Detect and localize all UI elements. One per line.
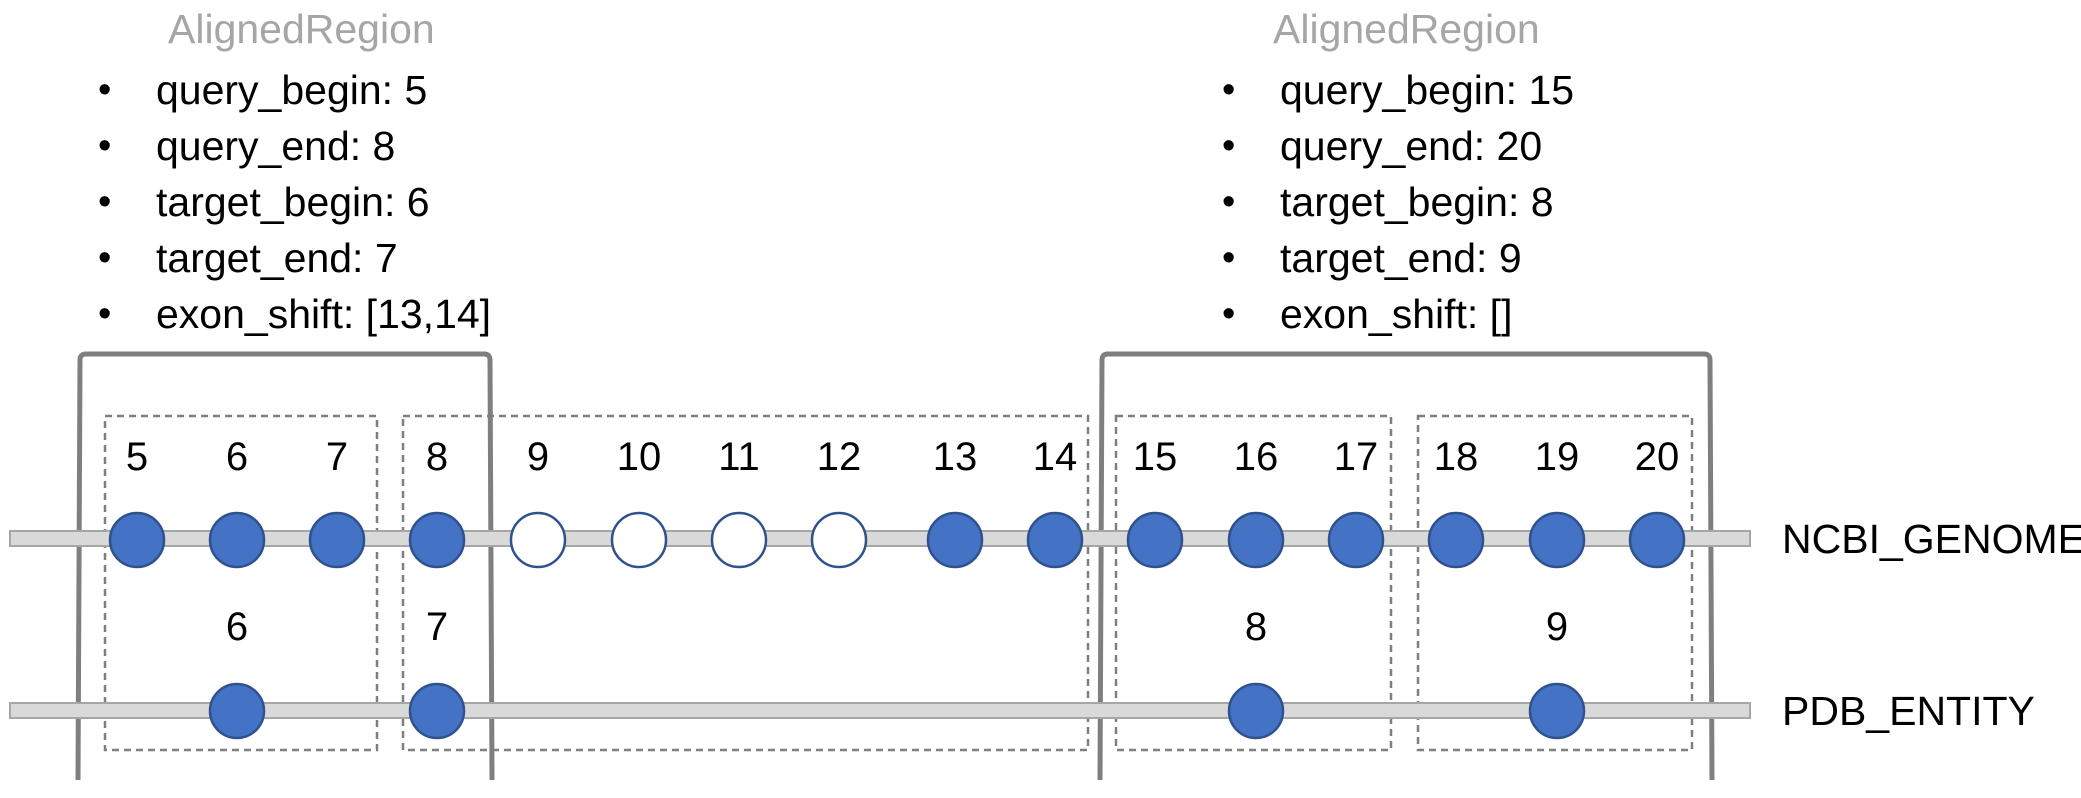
aligned-region-2-title: AlignedRegion	[1273, 6, 1540, 52]
aligned-region-2-field: target_end: 9	[1222, 230, 1574, 286]
genome-position-label: 20	[1635, 435, 1680, 479]
entity-aligned-node	[1528, 682, 1586, 740]
genome-position-label: 11	[718, 435, 760, 479]
genome-position-label: 14	[1033, 435, 1078, 479]
genome-position-label: 17	[1334, 435, 1379, 479]
ncbi-genome-positions: 5 6 7 8 9 10 11 12 13 14 15 16 17 18 19 20	[108, 435, 1686, 569]
aligned-region-1-title: AlignedRegion	[168, 6, 435, 52]
genome-aligned-node	[1528, 511, 1586, 569]
genome-position-label: 7	[326, 435, 348, 479]
aligned-region-1-fields: query_begin: 5 query_end: 8 target_begin…	[98, 62, 491, 342]
genome-position-label: 6	[226, 435, 248, 479]
aligned-region-1-field: query_end: 8	[98, 118, 491, 174]
entity-aligned-node	[408, 682, 466, 740]
genome-aligned-node	[208, 511, 266, 569]
genome-aligned-node	[1026, 511, 1084, 569]
genome-unaligned-node	[509, 511, 567, 569]
aligned-region-brackets	[75, 351, 1715, 781]
aligned-region-2-field: exon_shift: []	[1222, 286, 1574, 342]
ncbi-genome-track-bar	[9, 530, 1751, 547]
aligned-region-2-field: query_begin: 15	[1222, 62, 1574, 118]
genome-aligned-node	[1327, 511, 1385, 569]
entity-position-label: 7	[426, 605, 448, 649]
entity-position-label: 8	[1245, 605, 1267, 649]
genome-position-label: 18	[1434, 435, 1479, 479]
dashed-group-box	[1114, 414, 1393, 752]
pdb-entity-track-label: PDB_ENTITY	[1782, 688, 2035, 734]
ncbi-genome-track-label: NCBI_GENOME	[1782, 516, 2081, 562]
genome-position-label: 12	[817, 435, 862, 479]
genome-position-label: 8	[426, 435, 448, 479]
aligned-region-2-fields: query_begin: 15 query_end: 20 target_beg…	[1222, 62, 1574, 342]
aligned-region-1-field: target_begin: 6	[98, 174, 491, 230]
dashed-group-box	[1416, 414, 1694, 752]
entity-aligned-node	[208, 682, 266, 740]
genome-position-label: 10	[617, 435, 662, 479]
genome-aligned-node	[1628, 511, 1686, 569]
genome-unaligned-node	[810, 511, 868, 569]
pdb-entity-positions: 6 7 8 9	[208, 605, 1586, 740]
aligned-region-1-field: target_end: 7	[98, 230, 491, 286]
pdb-entity-track-bar	[9, 702, 1751, 719]
entity-position-label: 9	[1546, 605, 1568, 649]
genome-position-label: 9	[527, 435, 549, 479]
genome-aligned-node	[926, 511, 984, 569]
dashed-groups	[103, 414, 1694, 752]
genome-aligned-node	[108, 511, 166, 569]
genome-aligned-node	[408, 511, 466, 569]
aligned-region-1-bracket	[75, 351, 495, 781]
aligned-region-2-field: query_end: 20	[1222, 118, 1574, 174]
genome-aligned-node	[1427, 511, 1485, 569]
genome-position-label: 16	[1234, 435, 1279, 479]
genome-aligned-node	[1126, 511, 1184, 569]
aligned-region-2-field: target_begin: 8	[1222, 174, 1574, 230]
genome-position-label: 5	[126, 435, 148, 479]
genome-position-label: 15	[1133, 435, 1178, 479]
genome-unaligned-node	[710, 511, 768, 569]
genome-aligned-node	[1227, 511, 1285, 569]
aligned-region-1-field: exon_shift: [13,14]	[98, 286, 491, 342]
dashed-group-box	[103, 414, 379, 752]
aligned-region-1-field: query_begin: 5	[98, 62, 491, 118]
genome-aligned-node	[308, 511, 366, 569]
genome-position-label: 13	[933, 435, 978, 479]
dashed-group-box	[401, 414, 1090, 752]
aligned-region-2-bracket	[1097, 351, 1715, 781]
entity-position-label: 6	[226, 605, 248, 649]
genome-unaligned-node	[610, 511, 668, 569]
entity-aligned-node	[1227, 682, 1285, 740]
genome-position-label: 19	[1535, 435, 1580, 479]
